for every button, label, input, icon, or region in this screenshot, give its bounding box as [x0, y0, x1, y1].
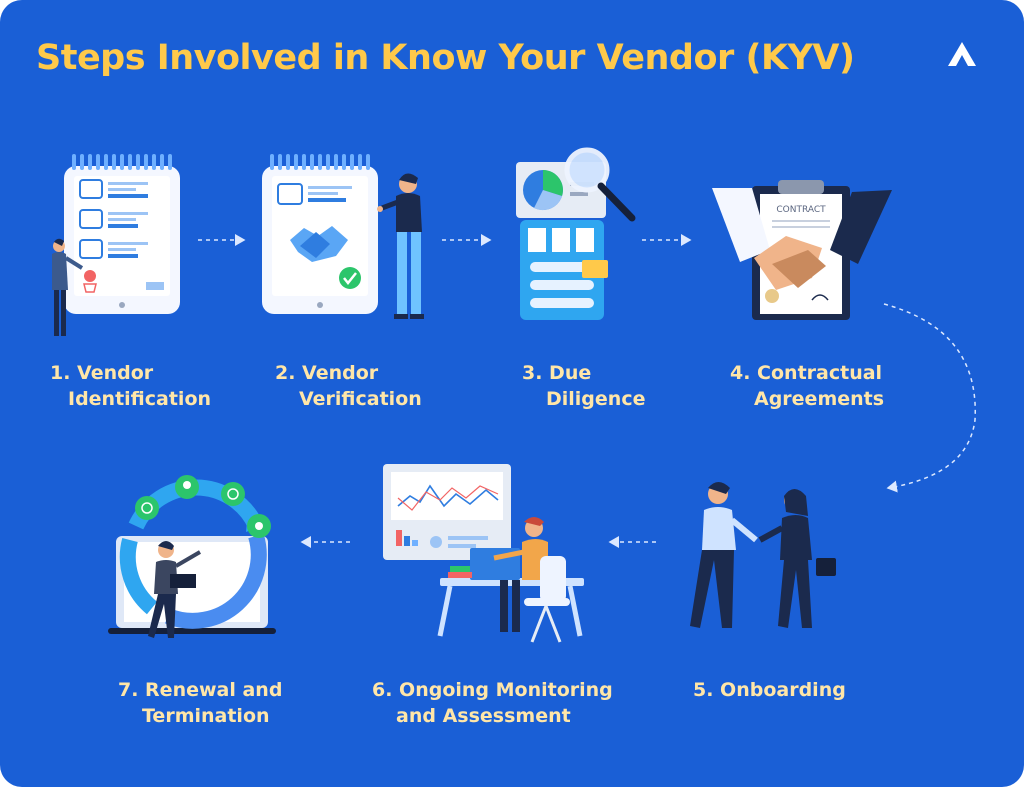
step-7-label-line2: Termination [142, 705, 270, 727]
step-1-label-line2: Identification [68, 388, 212, 410]
step-6-label: 6. Ongoing Monitoring and Assessment [372, 677, 613, 729]
step-7-illustration [108, 475, 276, 638]
step-2-label-line1: 2. Vendor [275, 362, 379, 384]
step-3-label-line2: Diligence [546, 388, 646, 410]
page-title: Steps Involved in Know Your Vendor (KYV) [36, 38, 855, 78]
step-3-label-line1: 3. Due [522, 362, 592, 384]
contract-title-text: CONTRACT [776, 205, 826, 215]
step-7-label: 7. Renewal and Termination [118, 677, 282, 729]
step-1-illustration [52, 154, 180, 336]
step-6-label-line1: 6. Ongoing Monitoring [372, 679, 613, 701]
step-4-label-line2: Agreements [754, 388, 885, 410]
step-4-label-line1: 4. Contractual [730, 362, 883, 384]
step-7-label-line1: 7. Renewal and [118, 679, 283, 701]
step-5-label-line1: 5. Onboarding [693, 679, 846, 701]
step-4-illustration: CONTRACT [712, 180, 892, 320]
step-2-label: 2. Vendor Verification [275, 360, 422, 412]
step-6-illustration [383, 464, 584, 643]
step-1-label-line1: 1. Vendor [50, 362, 154, 384]
step-4-label: 4. Contractual Agreements [730, 360, 884, 412]
step-5-label: 5. Onboarding [693, 677, 846, 703]
step-1-label: 1. Vendor Identification [50, 360, 211, 412]
step-3-label: 3. Due Diligence [522, 360, 645, 412]
triangle-logo-icon [948, 42, 976, 66]
step-2-label-line2: Verification [299, 388, 422, 410]
step-5-illustration [690, 482, 836, 628]
step-2-illustration [262, 154, 424, 319]
step-6-label-line2: and Assessment [396, 705, 571, 727]
step-3-illustration [516, 147, 636, 320]
